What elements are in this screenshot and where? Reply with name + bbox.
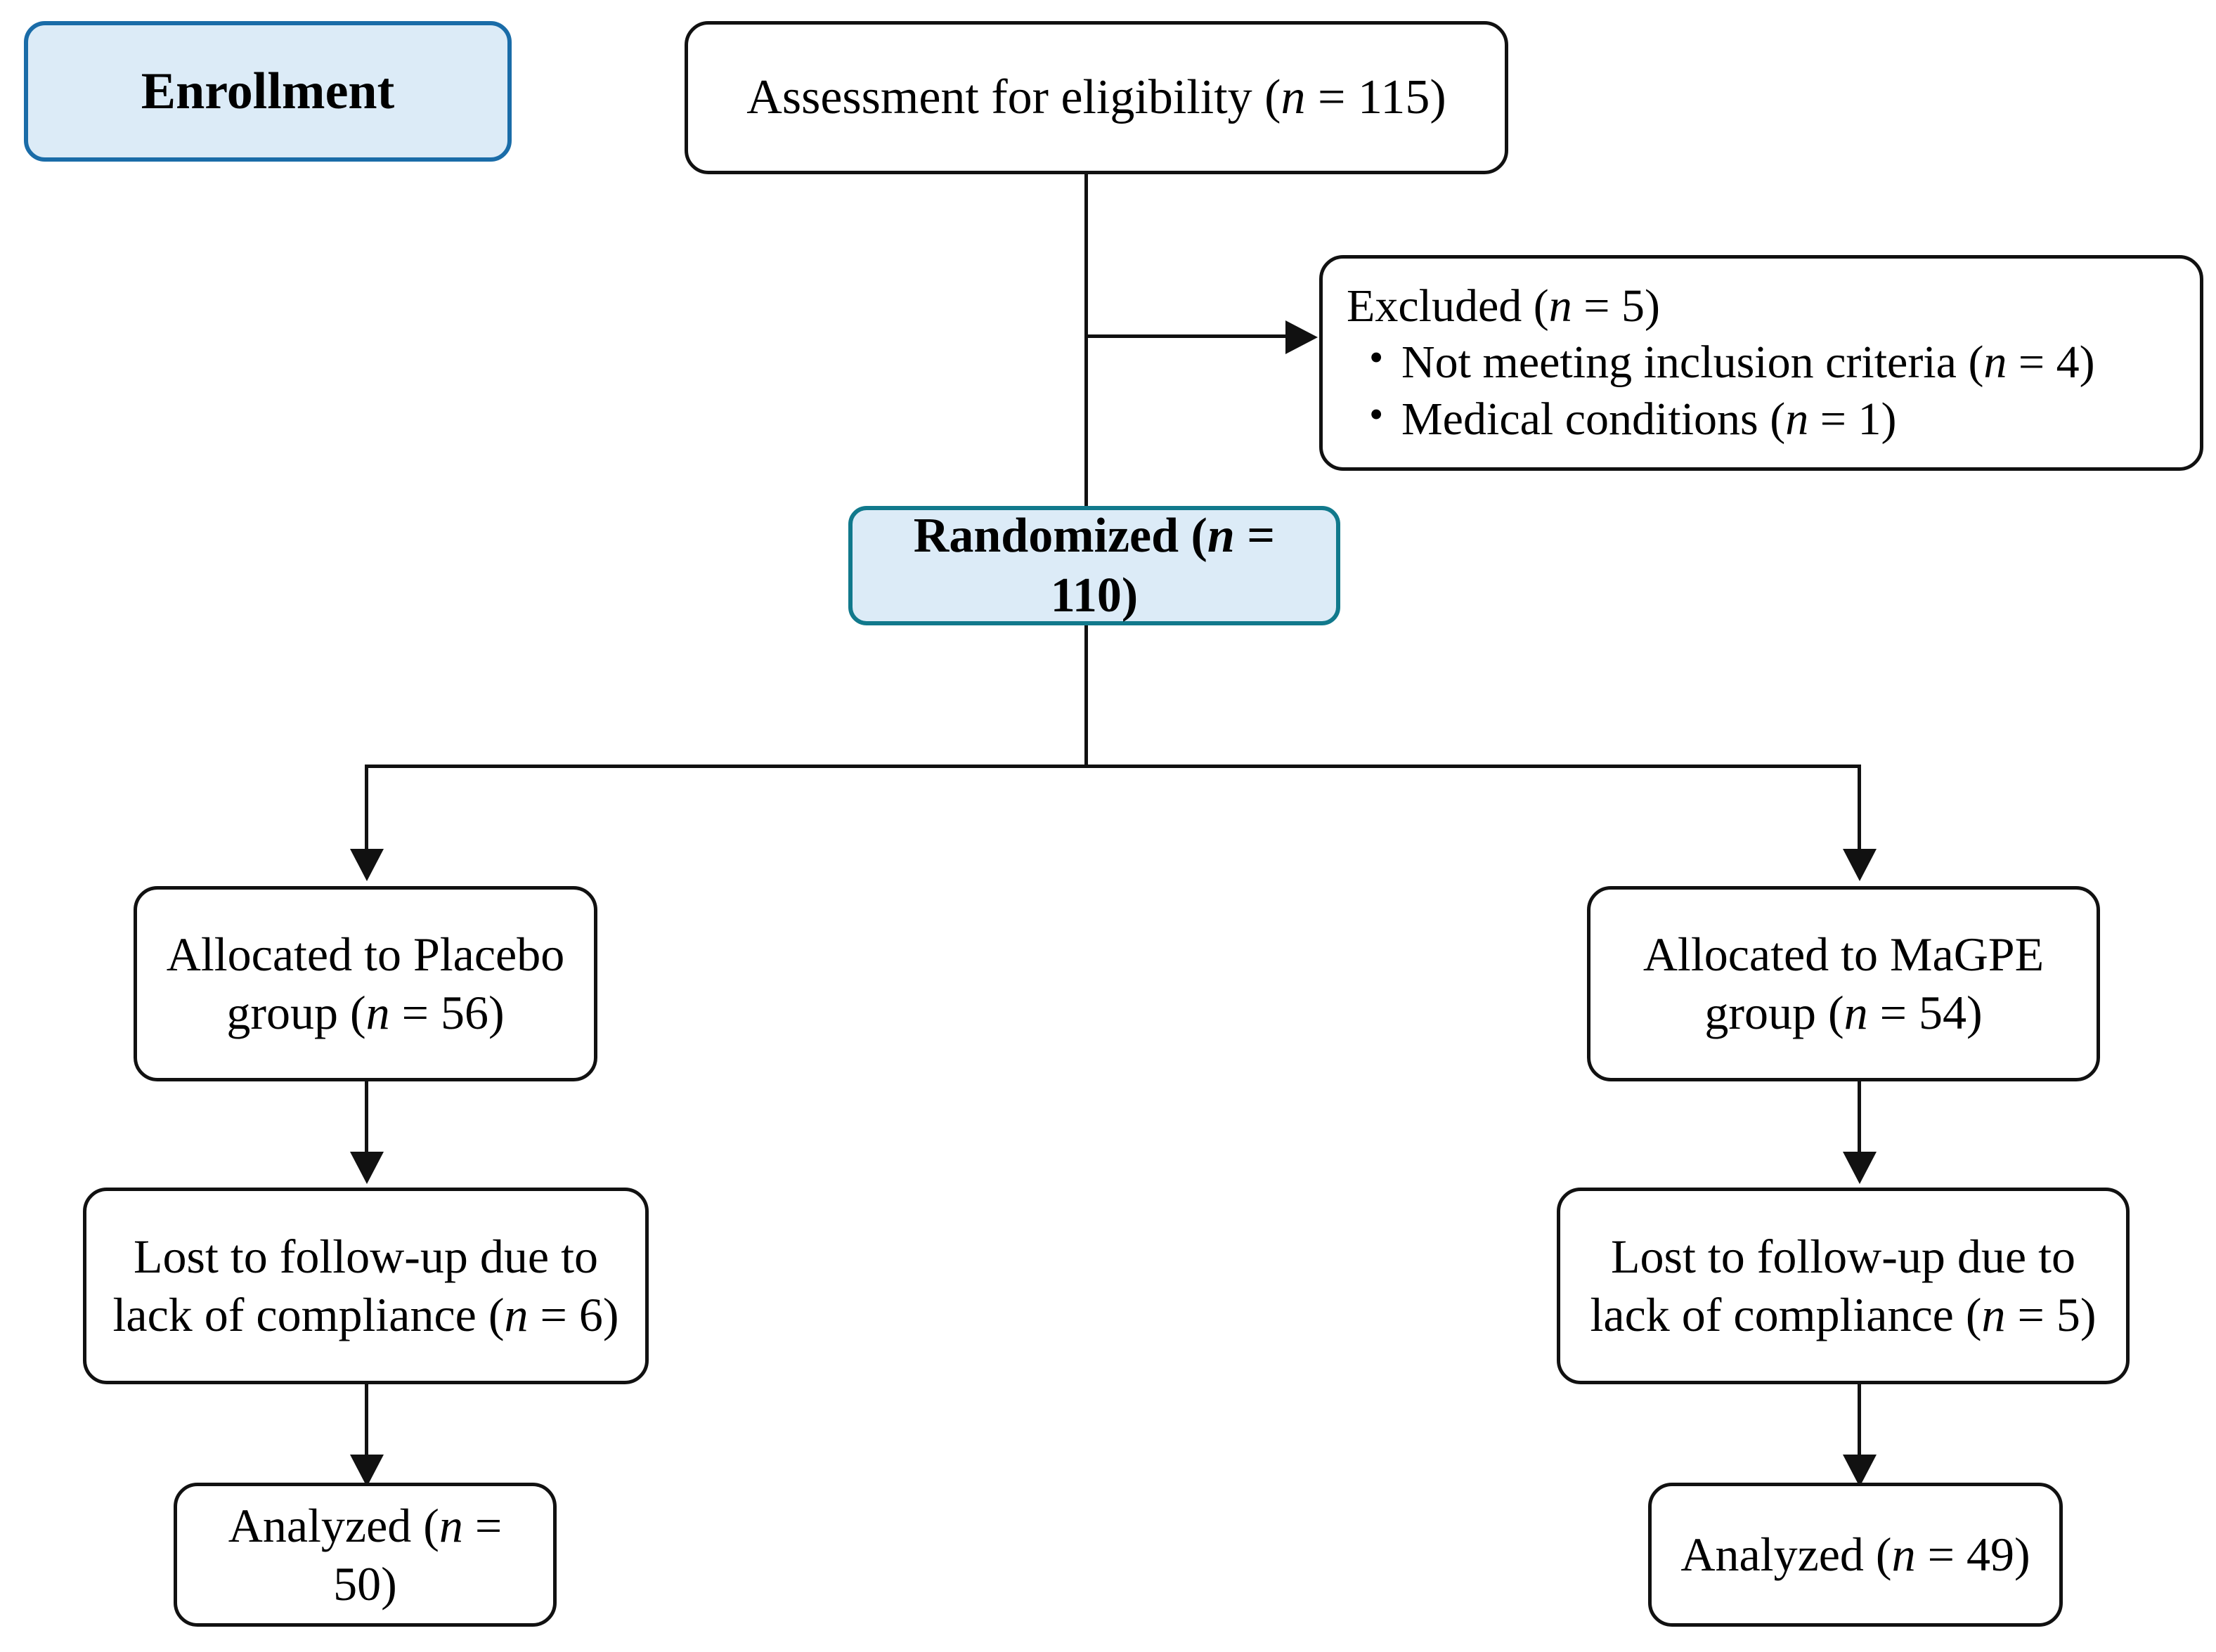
lost-magpe-n-italic: n [1981, 1288, 2006, 1341]
arrow-to-excluded [1285, 320, 1318, 354]
enrollment-stage-label: Enrollment [24, 21, 512, 162]
allocated-placebo-line1: Allocated to Placebo [166, 928, 565, 982]
connector-randomized-trunk [1084, 625, 1088, 766]
allocated-magpe-pre2: group ( [1704, 986, 1844, 1039]
allocated-placebo-pre2: group ( [226, 986, 366, 1039]
analyzed-placebo-box: Analyzed (n = 50) [174, 1483, 557, 1627]
excluded-title-pre: Excluded ( [1347, 280, 1549, 332]
analyzed-placebo-text: Analyzed (n = 50) [193, 1497, 538, 1613]
randomized-n-italic: n [1207, 508, 1235, 563]
excluded-box: Excluded (n = 5) Not meeting inclusion c… [1319, 255, 2203, 471]
assessment-tail: = 115) [1305, 70, 1446, 125]
analyzed-magpe-pre: Analyzed ( [1680, 1528, 1892, 1582]
connector-split-right-drop [1858, 765, 1861, 869]
excluded-reason-1-tail: = 1) [1808, 393, 1897, 445]
connector-magpe-lost-to-analyzed [1858, 1384, 1861, 1472]
arrow-to-magpe-analyzed [1843, 1455, 1877, 1487]
excluded-reason-1-n-italic: n [1785, 393, 1809, 445]
excluded-reason-list: Not meeting inclusion criteria (n = 4) M… [1347, 333, 2184, 448]
analyzed-placebo-tail: = 50) [333, 1498, 503, 1611]
analyzed-placebo-n-italic: n [439, 1498, 463, 1552]
lost-placebo-pre2: lack of compliance ( [112, 1288, 505, 1341]
excluded-title-n-italic: n [1548, 280, 1572, 332]
analyzed-magpe-text: Analyzed (n = 49) [1667, 1526, 2044, 1584]
analyzed-magpe-n-italic: n [1891, 1528, 1916, 1582]
randomized-box: Randomized (n = 110) [848, 506, 1340, 625]
arrow-to-magpe-allocation [1843, 849, 1877, 881]
connector-to-excluded-horizontal [1084, 334, 1288, 338]
excluded-reason-item: Medical conditions (n = 1) [1369, 390, 2184, 448]
lost-placebo-n-italic: n [504, 1288, 529, 1341]
connector-assessment-to-randomized [1084, 174, 1088, 506]
excluded-reason-item: Not meeting inclusion criteria (n = 4) [1369, 333, 2184, 391]
lost-placebo-tail2: = 6) [528, 1288, 619, 1341]
excluded-reason-0-n-italic: n [1983, 337, 2007, 389]
analyzed-magpe-box: Analyzed (n = 49) [1648, 1483, 2063, 1627]
enrollment-label-text: Enrollment [141, 62, 395, 120]
allocated-magpe-n-italic: n [1844, 986, 1868, 1039]
excluded-reason-0-pre: Not meeting inclusion criteria ( [1401, 337, 1984, 389]
arrow-to-placebo-analyzed [350, 1455, 384, 1487]
excluded-title: Excluded (n = 5) [1347, 278, 2184, 335]
allocated-magpe-tail2: = 54) [1867, 986, 1983, 1039]
assessment-n-italic: n [1281, 70, 1306, 125]
excluded-content: Excluded (n = 5) Not meeting inclusion c… [1347, 278, 2184, 448]
assessment-for-eligibility-box: Assessment for eligibility (n = 115) [685, 21, 1508, 174]
lost-magpe-line1: Lost to follow-up due to [1610, 1230, 2076, 1284]
arrow-to-placebo-allocation [350, 849, 384, 881]
excluded-reason-1-pre: Medical conditions ( [1401, 393, 1786, 445]
allocated-placebo-tail2: = 56) [389, 986, 505, 1039]
excluded-reason-0-tail: = 4) [2007, 337, 2095, 389]
assessment-pre: Assessment for eligibility ( [746, 70, 1281, 125]
connector-split-left-drop [365, 765, 368, 869]
analyzed-placebo-pre: Analyzed ( [228, 1498, 439, 1552]
arrow-to-magpe-lost [1843, 1152, 1877, 1184]
randomized-text: Randomized (n = 110) [868, 506, 1321, 626]
connector-placebo-alloc-to-lost [365, 1081, 368, 1169]
allocated-magpe-line1: Allocated to MaGPE [1642, 928, 2045, 982]
lost-magpe-pre2: lack of compliance ( [1590, 1288, 1982, 1341]
excluded-title-tail: = 5) [1572, 280, 1660, 332]
lost-placebo-line1: Lost to follow-up due to [133, 1230, 599, 1284]
connector-magpe-alloc-to-lost [1858, 1081, 1861, 1169]
lost-magpe-tail2: = 5) [2005, 1288, 2097, 1341]
allocated-placebo-n-italic: n [365, 986, 390, 1039]
randomized-pre: Randomized ( [913, 508, 1207, 563]
analyzed-magpe-tail: = 49) [1915, 1528, 2030, 1582]
randomized-tail: = 110) [1050, 508, 1276, 623]
arrow-to-placebo-lost [350, 1152, 384, 1184]
connector-placebo-lost-to-analyzed [365, 1384, 368, 1472]
assessment-text: Assessment for eligibility (n = 115) [704, 67, 1489, 127]
connector-split-bar [365, 765, 1861, 768]
